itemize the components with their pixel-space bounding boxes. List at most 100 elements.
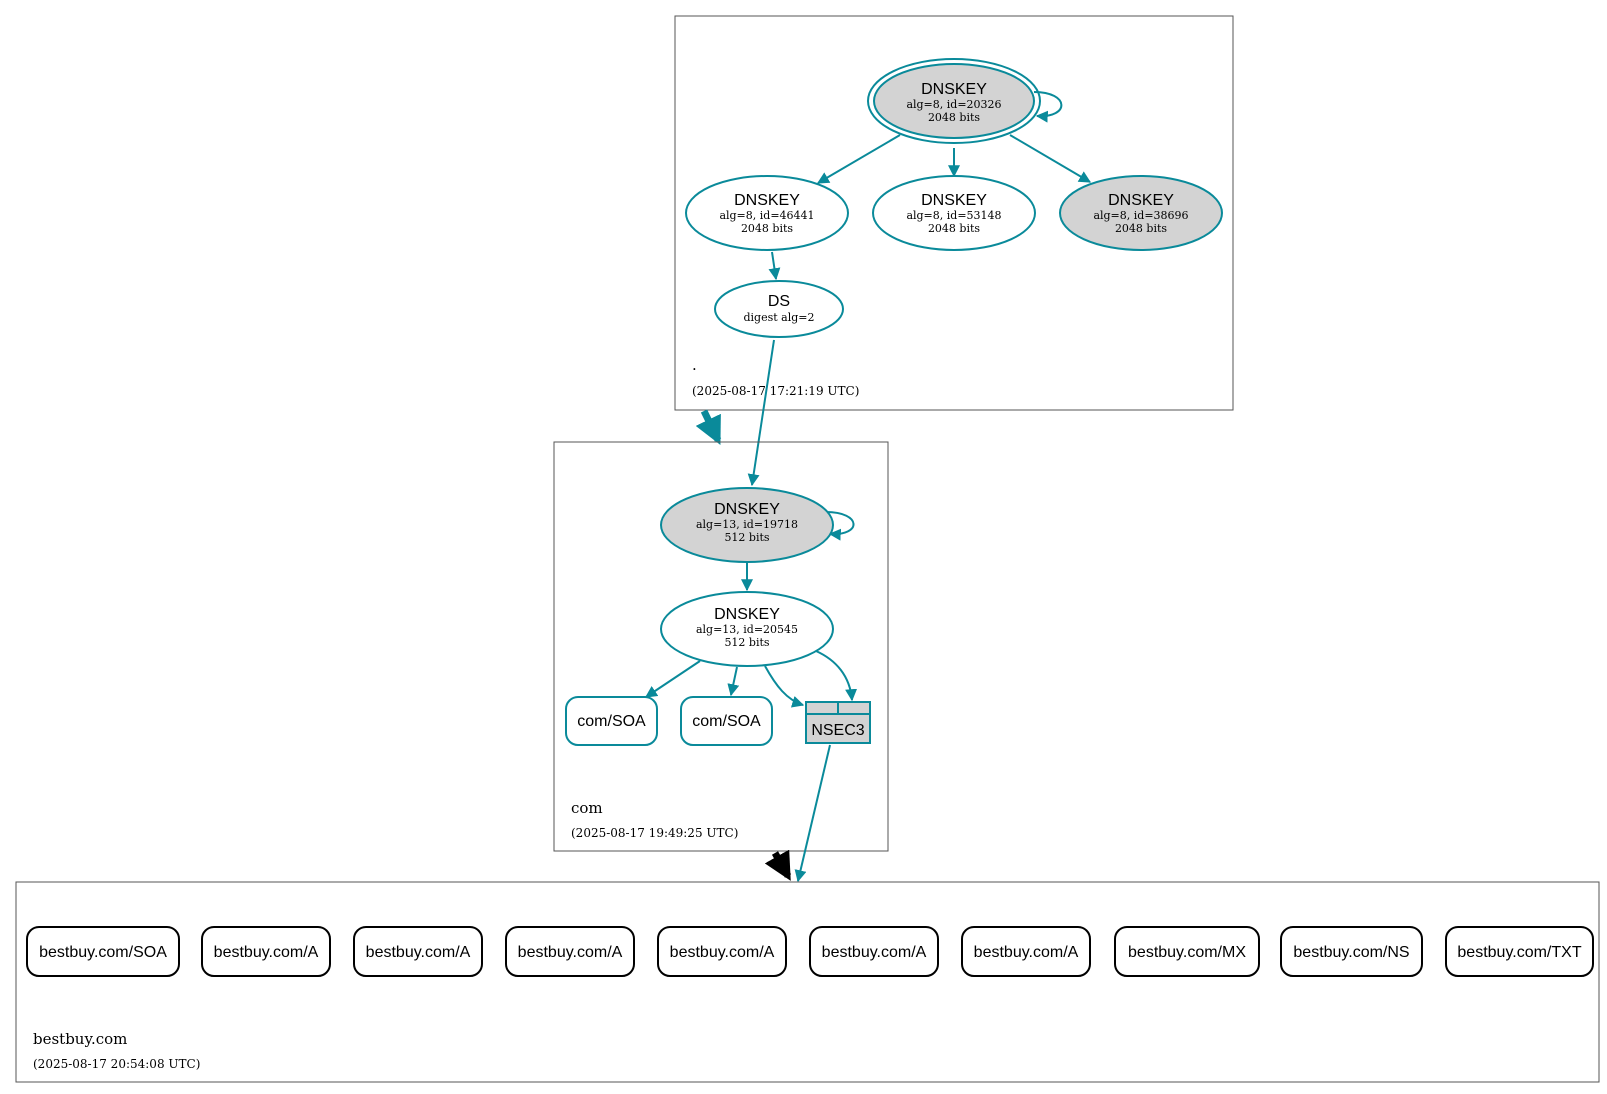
bestbuy-record-label: bestbuy.com/A	[974, 944, 1079, 961]
zone-com-name: com	[571, 799, 603, 817]
root-ksk-title: DNSKEY	[921, 81, 987, 98]
com-zsk-title: DNSKEY	[714, 606, 780, 623]
com-ksk-node[interactable]: DNSKEY alg=13, id=19718 512 bits	[660, 487, 834, 563]
zone-root-timestamp: (2025-08-17 17:21:19 UTC)	[692, 384, 859, 398]
delegation-arrow-root-to-com	[695, 409, 722, 446]
edge-root-ksk-to-zsk1	[816, 134, 901, 184]
bestbuy-record-box	[1280, 926, 1423, 977]
bestbuy-record-a-3[interactable]: bestbuy.com/A	[505, 926, 635, 977]
zone-bestbuy-border	[15, 881, 1600, 1083]
edge-com-zsk-to-nsec3-a	[764, 665, 805, 708]
root-zsk1-line2: 2048 bits	[741, 222, 793, 235]
com-edges	[645, 511, 858, 883]
root-zsk3-ellipse	[1059, 175, 1223, 251]
com-soa1-label: com/SOA	[577, 713, 646, 730]
root-zsk3-node[interactable]: DNSKEY alg=8, id=38696 2048 bits	[1059, 175, 1223, 251]
bestbuy-record-box	[505, 926, 635, 977]
com-ksk-title: DNSKEY	[714, 501, 780, 518]
bestbuy-record-label: bestbuy.com/NS	[1293, 944, 1409, 961]
edge-root-zsk1-to-ds	[768, 251, 781, 281]
zone-bestbuy-timestamp: (2025-08-17 20:54:08 UTC)	[33, 1057, 200, 1071]
root-ds-title: DS	[768, 293, 790, 310]
root-zsk1-ellipse	[685, 175, 849, 251]
zone-com: com (2025-08-17 19:49:25 UTC)	[553, 441, 889, 852]
root-ds-node[interactable]: DS digest alg=2	[714, 280, 844, 338]
bestbuy-record-label: bestbuy.com/A	[518, 944, 623, 961]
bestbuy-record-label: bestbuy.com/MX	[1128, 944, 1246, 961]
root-zsk1-node[interactable]: DNSKEY alg=8, id=46441 2048 bits	[685, 175, 849, 251]
root-zsk2-line2: 2048 bits	[928, 222, 980, 235]
edge-nsec3-to-bestbuy	[794, 744, 831, 883]
bestbuy-record-box	[961, 926, 1091, 977]
com-ksk-ellipse	[660, 487, 834, 563]
root-ksk-line2: 2048 bits	[928, 111, 980, 124]
bestbuy-record-a-4[interactable]: bestbuy.com/A	[657, 926, 787, 977]
com-zsk-node[interactable]: DNSKEY alg=13, id=20545 512 bits	[660, 591, 834, 667]
root-ksk-node[interactable]: DNSKEY alg=8, id=20326 2048 bits	[867, 58, 1041, 144]
delegation-arrow-com-to-bestbuy	[764, 849, 792, 881]
bestbuy-record-mx[interactable]: bestbuy.com/MX	[1114, 926, 1260, 977]
bestbuy-record-label: bestbuy.com/SOA	[39, 944, 167, 961]
root-ds-line1: digest alg=2	[743, 311, 814, 324]
com-nsec3-label: NSEC3	[811, 722, 864, 739]
root-zsk3-title: DNSKEY	[1108, 192, 1174, 209]
bestbuy-record-box	[353, 926, 483, 977]
com-soa1-box	[565, 696, 658, 746]
root-zsk3-line2: 2048 bits	[1115, 222, 1167, 235]
bestbuy-record-label: bestbuy.com/TXT	[1457, 944, 1581, 961]
bestbuy-record-ns[interactable]: bestbuy.com/NS	[1280, 926, 1423, 977]
bestbuy-record-a-6[interactable]: bestbuy.com/A	[961, 926, 1091, 977]
com-zsk-ellipse	[660, 591, 834, 667]
zone-com-border	[553, 441, 889, 852]
com-soa2-node[interactable]: com/SOA	[680, 696, 773, 746]
bestbuy-records: bestbuy.com/SOA bestbuy.com/A bestbuy.co…	[26, 926, 1594, 977]
root-zsk2-line1: alg=8, id=53148	[906, 209, 1001, 222]
root-zsk1-line1: alg=8, id=46441	[719, 209, 814, 222]
edge-root-ksk-self	[1033, 91, 1063, 123]
zone-bestbuy: bestbuy.com (2025-08-17 20:54:08 UTC)	[15, 881, 1600, 1083]
bestbuy-record-soa[interactable]: bestbuy.com/SOA	[26, 926, 180, 977]
bestbuy-record-txt[interactable]: bestbuy.com/TXT	[1445, 926, 1594, 977]
bestbuy-record-label: bestbuy.com/A	[366, 944, 471, 961]
root-ksk-ellipse	[873, 63, 1035, 139]
root-zsk2-node[interactable]: DNSKEY alg=8, id=53148 2048 bits	[872, 175, 1036, 251]
root-ds-ellipse	[714, 280, 844, 338]
bestbuy-record-box	[657, 926, 787, 977]
root-zsk2-ellipse	[872, 175, 1036, 251]
bestbuy-record-label: bestbuy.com/A	[214, 944, 319, 961]
bestbuy-record-box	[26, 926, 180, 977]
bestbuy-record-box	[1114, 926, 1260, 977]
zone-bestbuy-name: bestbuy.com	[33, 1030, 127, 1048]
com-soa2-label: com/SOA	[692, 713, 761, 730]
edge-com-zsk-to-soa1	[645, 660, 701, 698]
bestbuy-record-a-1[interactable]: bestbuy.com/A	[201, 926, 331, 977]
bestbuy-record-label: bestbuy.com/A	[670, 944, 775, 961]
root-ksk-line1: alg=8, id=20326	[906, 98, 1001, 111]
root-zsk1-title: DNSKEY	[734, 192, 800, 209]
zone-com-timestamp: (2025-08-17 19:49:25 UTC)	[571, 826, 738, 840]
com-soa2-box	[680, 696, 773, 746]
bestbuy-record-box	[809, 926, 939, 977]
edge-com-zsk-to-nsec3-b	[815, 650, 858, 702]
edge-com-ksk-self	[825, 511, 855, 541]
root-edges	[747, 91, 1092, 487]
bestbuy-record-a-5[interactable]: bestbuy.com/A	[809, 926, 939, 977]
bestbuy-record-box	[201, 926, 331, 977]
com-soa1-node[interactable]: com/SOA	[565, 696, 658, 746]
com-ksk-line2: 512 bits	[724, 531, 769, 544]
root-ksk-outer-ring	[867, 58, 1041, 144]
bestbuy-record-box	[1445, 926, 1594, 977]
com-ksk-line1: alg=13, id=19718	[696, 518, 798, 531]
bestbuy-record-label: bestbuy.com/A	[822, 944, 927, 961]
zone-root-name: .	[692, 356, 697, 374]
edge-ds-to-com-ksk	[747, 339, 775, 487]
root-zsk3-line1: alg=8, id=38696	[1093, 209, 1188, 222]
edge-com-zsk-to-soa2	[727, 666, 740, 697]
com-nsec3-node[interactable]: NSEC3	[805, 701, 871, 744]
zone-root: . (2025-08-17 17:21:19 UTC)	[674, 15, 1234, 411]
bestbuy-record-a-2[interactable]: bestbuy.com/A	[353, 926, 483, 977]
root-zsk2-title: DNSKEY	[921, 192, 987, 209]
edge-root-ksk-to-zsk3	[1009, 134, 1092, 183]
com-zsk-line1: alg=13, id=20545	[696, 623, 798, 636]
